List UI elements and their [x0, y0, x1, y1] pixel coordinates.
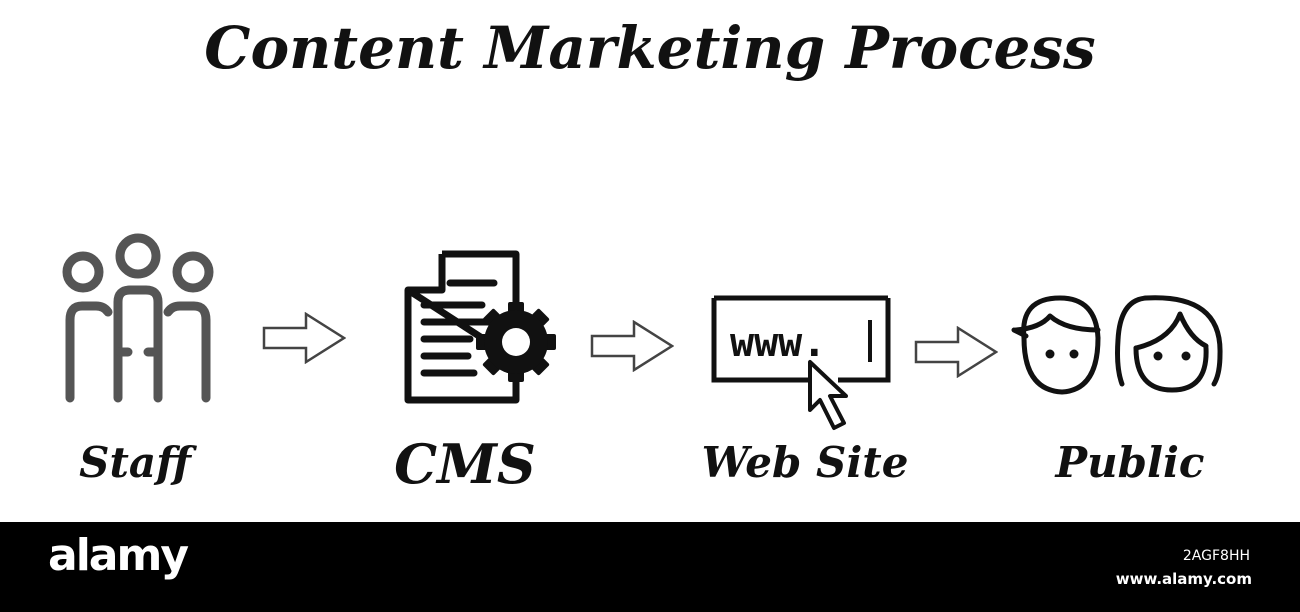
step-label-website: Web Site	[701, 438, 909, 487]
man-woman-faces-icon	[1011, 295, 1223, 395]
document-gear-icon	[404, 250, 556, 404]
step-label-public: Public	[1055, 438, 1205, 487]
flow-arrow-3	[914, 326, 998, 378]
step-label-staff: Staff	[79, 438, 191, 487]
watermark-footer-bar	[0, 522, 1300, 612]
diagram-title: Content Marketing Process	[204, 14, 1096, 82]
flow-arrow-1	[262, 312, 346, 364]
group-of-people-icon	[62, 233, 214, 403]
browser-url-cursor-icon: www.	[711, 295, 891, 430]
flow-arrow-2	[590, 320, 674, 372]
image-id-text: 2AGF8HH	[1182, 548, 1250, 564]
step-label-cms: CMS	[394, 432, 536, 496]
alamy-site-text: www.alamy.com	[1115, 570, 1252, 588]
website-url-text: www.	[730, 320, 826, 366]
alamy-logo: alamy	[48, 530, 189, 581]
